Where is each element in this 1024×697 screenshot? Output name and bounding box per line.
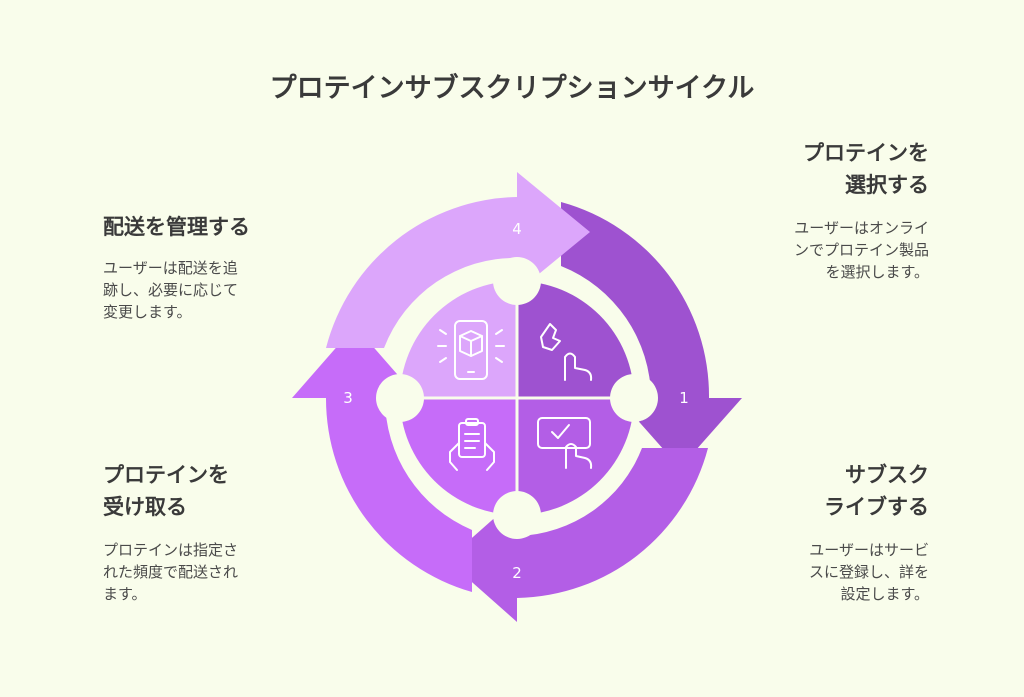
hand-pointing-icon: [540, 323, 593, 381]
clipboard-hands-icon: [449, 418, 495, 471]
arrow-step-2: [447, 448, 708, 622]
step-4-number: 4: [512, 220, 522, 238]
step-4-text: 配送を管理する ユーザーは配送を追 跡し、必要に応じて 変更します。: [103, 211, 250, 323]
step-2-number: 2: [512, 564, 522, 582]
phone-package-icon: [437, 320, 505, 380]
diagram-title: プロテインサブスクリプションサイクル: [269, 73, 755, 104]
arrow-step-1: [561, 202, 742, 468]
step-3-heading: プロテインを 受け取る: [103, 463, 229, 519]
quadrant-step-4: [400, 281, 517, 398]
step-1-description: ユーザーはオンライ ンでプロテイン製品 を選択します。: [793, 219, 929, 281]
quadrant-step-1: [517, 281, 634, 398]
step-4-heading: 配送を管理する: [103, 215, 250, 239]
checkbox-tap-icon: [537, 417, 593, 469]
quadrant-step-3: [400, 398, 517, 515]
step-3-number: 3: [343, 389, 353, 407]
step-3-text: プロテインを 受け取る プロテインは指定さ れた頻度で配送され ます。: [103, 459, 238, 605]
cycle-ring: [292, 172, 742, 622]
step-3-description: プロテインは指定さ れた頻度で配送され ます。: [103, 541, 239, 603]
arrow-step-4: [326, 172, 590, 348]
step-2-text: サブスク ライブする ユーザーはサービ スに登録し、詳を 設定します。: [809, 459, 929, 605]
arrow-step-3: [292, 326, 472, 592]
step-4-description: ユーザーは配送を追 跡し、必要に応じて 変更します。: [103, 259, 239, 321]
step-1-heading: プロテインを 選択する: [803, 141, 929, 197]
step-2-description: ユーザーはサービ スに登録し、詳を 設定します。: [808, 541, 929, 603]
step-1-number: 1: [679, 389, 689, 407]
step-1-text: プロテインを 選択する ユーザーはオンライ ンでプロテイン製品 を選択します。: [794, 137, 929, 283]
step-2-heading: サブスク ライブする: [824, 463, 929, 519]
